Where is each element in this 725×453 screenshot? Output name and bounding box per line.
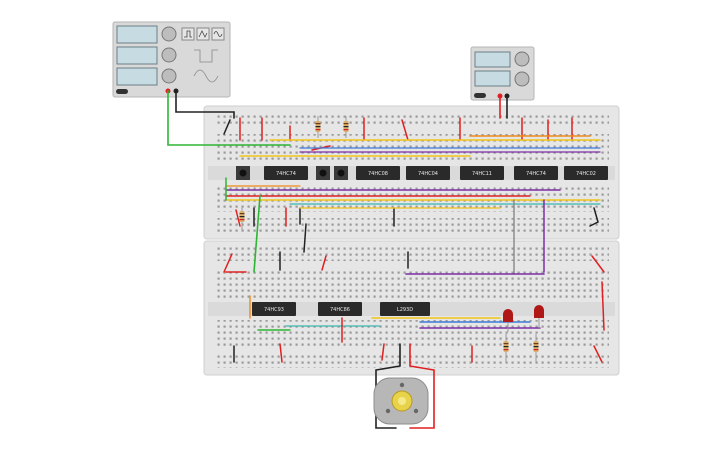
power-rail-bottom (214, 354, 609, 368)
dc-motor[interactable] (373, 377, 429, 425)
ic-chip[interactable]: 74HC93 (252, 302, 296, 316)
green-wire[interactable] (253, 195, 261, 273)
red-jumper[interactable] (601, 281, 605, 331)
waveform-preview-square (194, 49, 218, 63)
pushbuttons[interactable] (236, 166, 348, 180)
chips-top[interactable]: 74HC74 74HC08 74HC04 74HC11 74HC74 74HC0… (264, 166, 608, 180)
resistor[interactable] (503, 334, 509, 362)
red-jumper[interactable] (591, 255, 605, 273)
black-jumper[interactable] (589, 207, 599, 227)
chip-label: 74HC02 (576, 171, 596, 177)
ic-chip[interactable]: 74HC02 (564, 166, 608, 180)
frequency-knob[interactable] (161, 26, 177, 42)
black-wire[interactable] (175, 90, 235, 119)
current-knob[interactable] (514, 71, 530, 87)
ic-chip[interactable]: 74HC11 (460, 166, 504, 180)
resistor[interactable] (533, 334, 539, 362)
red-jumper[interactable] (401, 119, 409, 141)
chip-label: 74HC93 (264, 307, 284, 313)
red-jumper[interactable] (279, 343, 283, 363)
resistors[interactable] (239, 116, 539, 362)
chips-bottom[interactable]: 74HC93 74HC86 L293D (252, 302, 430, 316)
sine-wave-icon[interactable] (211, 27, 225, 41)
triangle-wave-icon[interactable] (196, 27, 210, 41)
wires[interactable] (167, 90, 605, 429)
green-wire[interactable] (167, 90, 291, 146)
generator-power-switch[interactable] (116, 89, 128, 94)
amplitude-knob[interactable] (161, 47, 177, 63)
ic-chip[interactable]: L293D (380, 302, 430, 316)
generator-display-frequency (116, 25, 158, 44)
red-jumper[interactable] (321, 255, 327, 271)
resistor[interactable] (343, 116, 349, 138)
ic-chip[interactable]: 74HC04 (406, 166, 450, 180)
red-jumper[interactable] (593, 345, 603, 363)
function-generator[interactable] (112, 21, 231, 98)
supply-display-voltage (474, 51, 511, 68)
pushbutton[interactable] (334, 166, 348, 180)
power-rail-bottom (214, 218, 609, 232)
ic-chip[interactable]: 74HC86 (318, 302, 362, 316)
led-red[interactable] (503, 309, 513, 332)
offset-knob[interactable] (161, 68, 177, 84)
pushbutton[interactable] (316, 166, 330, 180)
waveform-preview-sine (193, 69, 219, 83)
power-rail-top (214, 112, 609, 126)
power-rail-top (214, 247, 609, 261)
terminal-strip-lower (214, 184, 609, 212)
red-wire[interactable] (409, 343, 435, 429)
red-jumper[interactable] (223, 253, 233, 273)
chip-label: 74HC74 (526, 171, 546, 177)
supply-power-switch[interactable] (474, 93, 486, 98)
chip-label: L293D (397, 307, 413, 313)
power-supply[interactable] (470, 46, 535, 101)
generator-display-offset (116, 67, 158, 86)
chip-label: 74HC86 (330, 307, 350, 313)
voltage-knob[interactable] (514, 51, 530, 67)
red-jumper[interactable] (381, 343, 385, 361)
led-red[interactable] (534, 305, 544, 328)
chip-label: 74HC11 (472, 171, 492, 177)
ic-chip[interactable]: 74HC74 (264, 166, 308, 180)
supply-display-current (474, 70, 511, 87)
generator-display-amplitude (116, 46, 158, 65)
terminal-strip-lower (214, 320, 609, 348)
resistor[interactable] (315, 116, 321, 138)
ic-chip[interactable]: 74HC08 (356, 166, 400, 180)
black-wire[interactable] (375, 343, 401, 429)
black-jumper[interactable] (223, 119, 231, 135)
square-wave-icon[interactable] (181, 27, 195, 41)
chip-label: 74HC04 (418, 171, 438, 177)
leds[interactable] (503, 305, 544, 332)
red-jumper[interactable] (235, 209, 241, 227)
resistor[interactable] (239, 206, 245, 230)
chip-label: 74HC74 (276, 171, 296, 177)
chip-label: 74HC08 (368, 171, 388, 177)
black-jumper[interactable] (303, 223, 307, 253)
pushbutton[interactable] (236, 166, 250, 180)
ic-chip[interactable]: 74HC74 (514, 166, 558, 180)
